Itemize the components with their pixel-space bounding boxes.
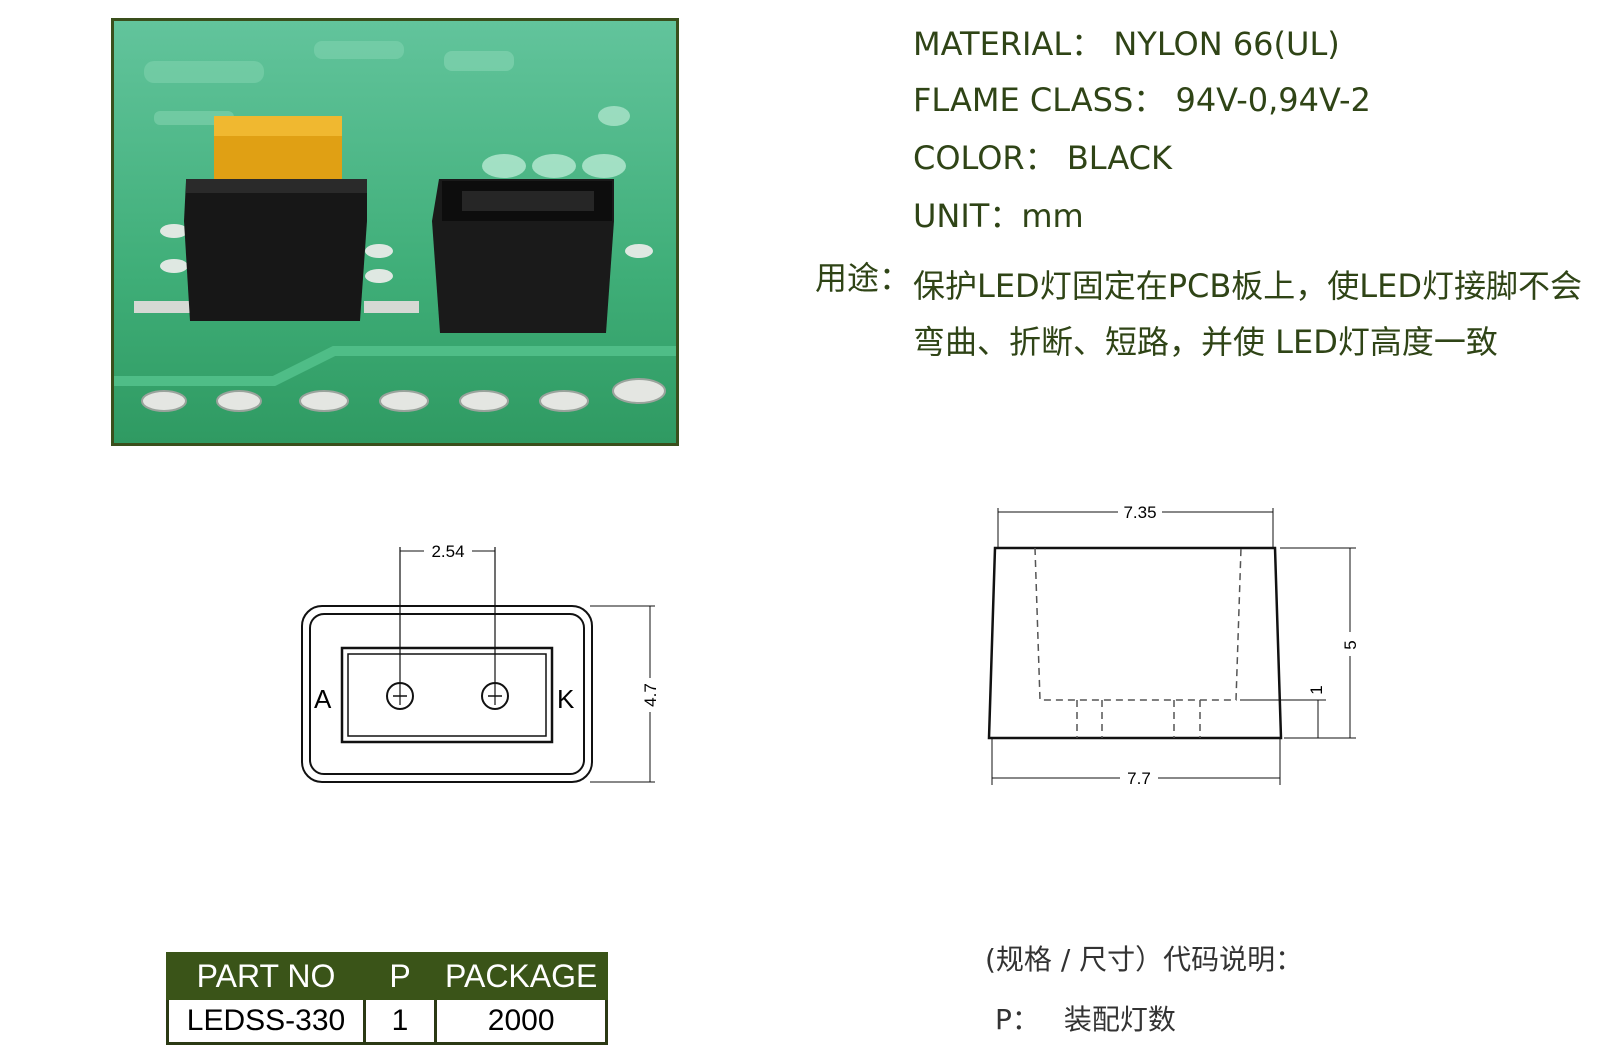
header-package: PACKAGE xyxy=(433,952,609,1000)
code-note-p-value: 装配灯数 xyxy=(1063,1003,1176,1036)
part-table-header-row: PART NO P PACKAGE xyxy=(166,952,609,1000)
cathode-label: K xyxy=(557,684,575,714)
inner-outline xyxy=(309,613,585,775)
usage-label: 用途： xyxy=(815,259,912,297)
outer-outline xyxy=(301,605,593,783)
code-note-p-key: P： xyxy=(995,1003,1040,1036)
step-label: 1 xyxy=(1307,685,1326,694)
usage-text: 保护LED灯固定在PCB板上，使LED灯接脚不会弯曲、折断、短路，并使 LED灯… xyxy=(913,267,1582,361)
code-note-title: (规格 / 尺寸）代码说明： xyxy=(985,943,1304,976)
color-spec: COLOR： BLACK xyxy=(913,139,1172,177)
part-table: PART NO P PACKAGE LEDSS-330 1 2000 xyxy=(166,952,609,1045)
product-photo xyxy=(111,18,679,446)
side-view-drawing: 7.35 7.7 5 1 xyxy=(987,502,1360,788)
bottom-width-label: 7.7 xyxy=(1127,769,1151,788)
height-label: 5 xyxy=(1341,640,1360,649)
height-label: 4.7 xyxy=(641,683,660,707)
header-part-no: PART NO xyxy=(166,952,366,1000)
table-row: LEDSS-330 1 2000 xyxy=(166,997,609,1045)
cell-package: 2000 xyxy=(433,997,609,1045)
anode-label: A xyxy=(314,684,332,714)
top-width-label: 7.35 xyxy=(1123,503,1156,522)
cavity-inner xyxy=(347,653,547,737)
material-spec: MATERIAL： NYLON 66(UL) xyxy=(913,25,1340,63)
code-note-p: P： 装配灯数 xyxy=(995,998,1176,1038)
pitch-label: 2.54 xyxy=(431,542,464,561)
cell-part-no: LEDSS-330 xyxy=(166,997,366,1045)
product-photo-illustration xyxy=(114,21,676,443)
cell-p: 1 xyxy=(363,997,437,1045)
unit-spec: UNIT：mm xyxy=(913,197,1084,235)
cavity-outer xyxy=(340,646,554,744)
top-view-drawing: 2.54 A K 4.7 xyxy=(301,541,660,783)
header-p: P xyxy=(363,952,437,1000)
flame-class-spec: FLAME CLASS： 94V-0,94V-2 xyxy=(913,81,1371,119)
side-outline xyxy=(987,546,1283,740)
